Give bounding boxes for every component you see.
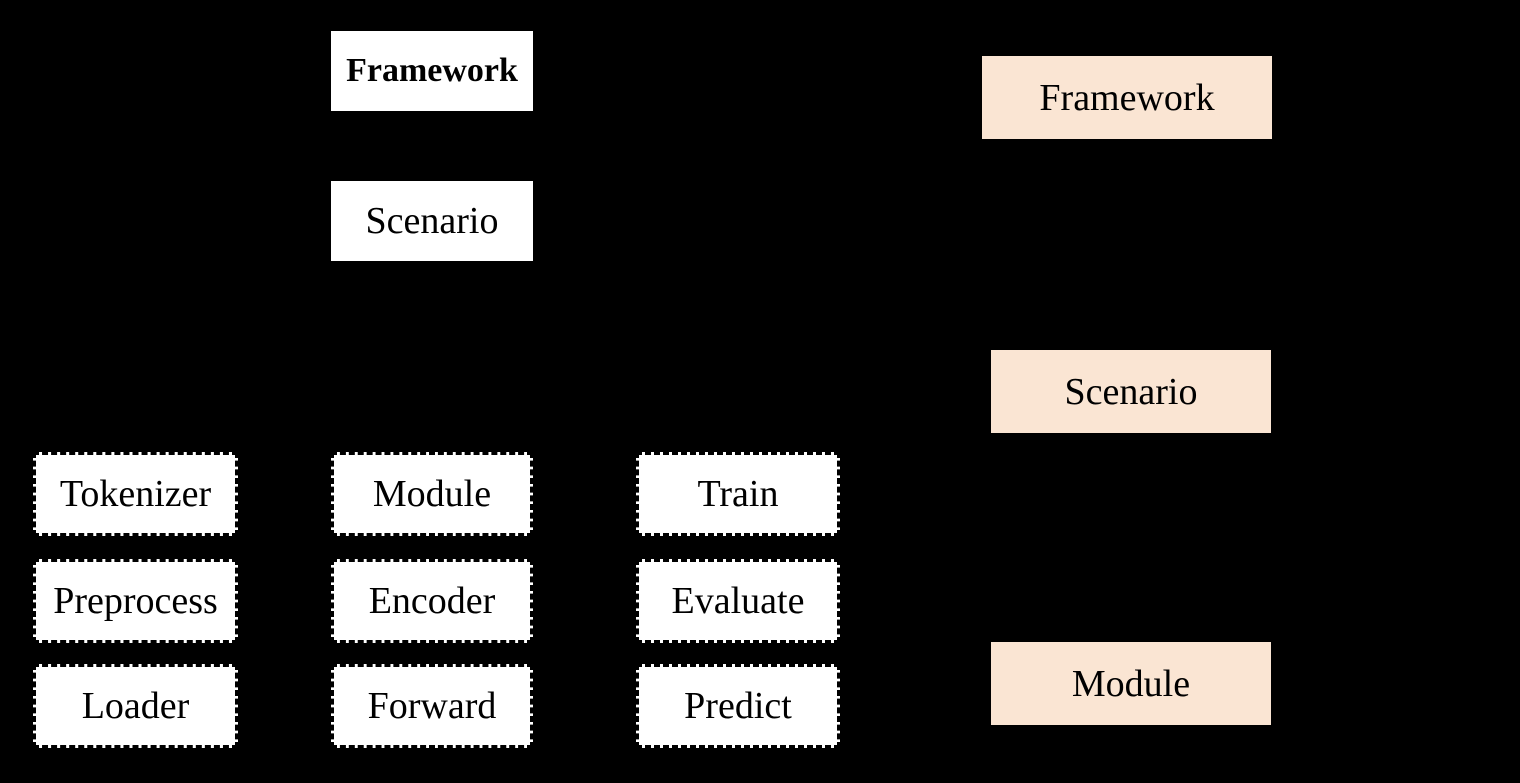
dashed-box-preprocess: Preprocess — [33, 559, 238, 643]
dashed-box-forward: Forward — [331, 664, 533, 748]
framework-box-left: Framework — [331, 31, 533, 111]
dashed-box-module: Module — [331, 452, 533, 536]
scenario-box-left: Scenario — [331, 181, 533, 261]
dashed-box-loader: Loader — [33, 664, 238, 748]
dashed-box-predict: Predict — [636, 664, 840, 748]
dashed-box-tokenizer: Tokenizer — [33, 452, 238, 536]
dashed-box-train: Train — [636, 452, 840, 536]
framework-box-right: Framework — [982, 56, 1272, 139]
scenario-box-right: Scenario — [991, 350, 1271, 433]
dashed-box-encoder: Encoder — [331, 559, 533, 643]
module-box-right: Module — [991, 642, 1271, 725]
dashed-box-evaluate: Evaluate — [636, 559, 840, 643]
